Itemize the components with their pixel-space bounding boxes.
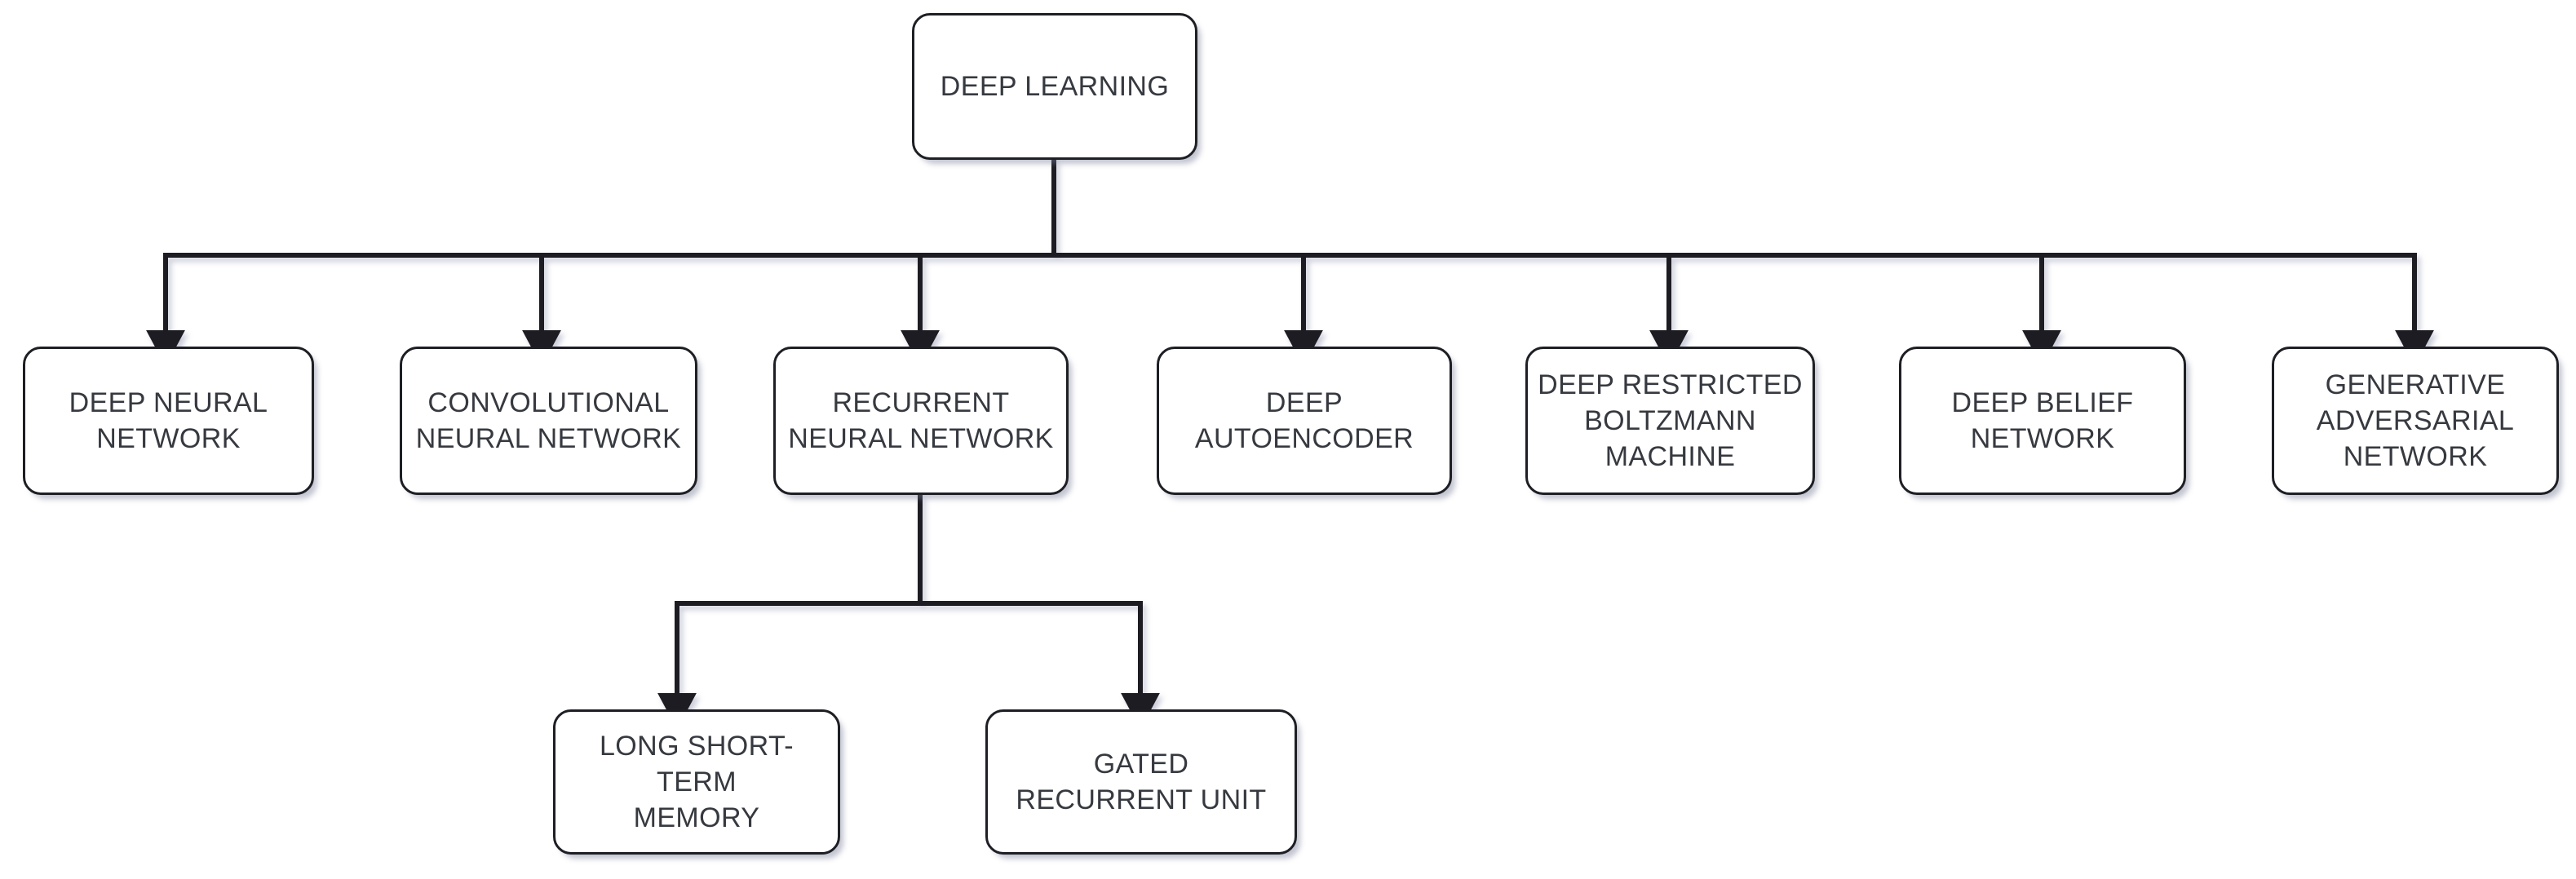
node-recurrent-neural-network[interactable]: RECURRENT NEURAL NETWORK xyxy=(773,347,1069,495)
node-deep-autoencoder[interactable]: DEEP AUTOENCODER xyxy=(1157,347,1452,495)
node-long-short-term-memory[interactable]: LONG SHORT-TERM MEMORY xyxy=(553,709,840,855)
node-deep-belief-network[interactable]: DEEP BELIEF NETWORK xyxy=(1899,347,2186,495)
node-deep-restricted-boltzmann-machine[interactable]: DEEP RESTRICTED BOLTZMANN MACHINE xyxy=(1525,347,1815,495)
node-convolutional-neural-network[interactable]: CONVOLUTIONAL NEURAL NETWORK xyxy=(400,347,697,495)
node-deep-learning[interactable]: DEEP LEARNING xyxy=(912,13,1197,160)
node-deep-neural-network[interactable]: DEEP NEURAL NETWORK xyxy=(23,347,314,495)
node-gated-recurrent-unit[interactable]: GATED RECURRENT UNIT xyxy=(985,709,1297,855)
node-generative-adversarial-network[interactable]: GENERATIVE ADVERSARIAL NETWORK xyxy=(2272,347,2559,495)
